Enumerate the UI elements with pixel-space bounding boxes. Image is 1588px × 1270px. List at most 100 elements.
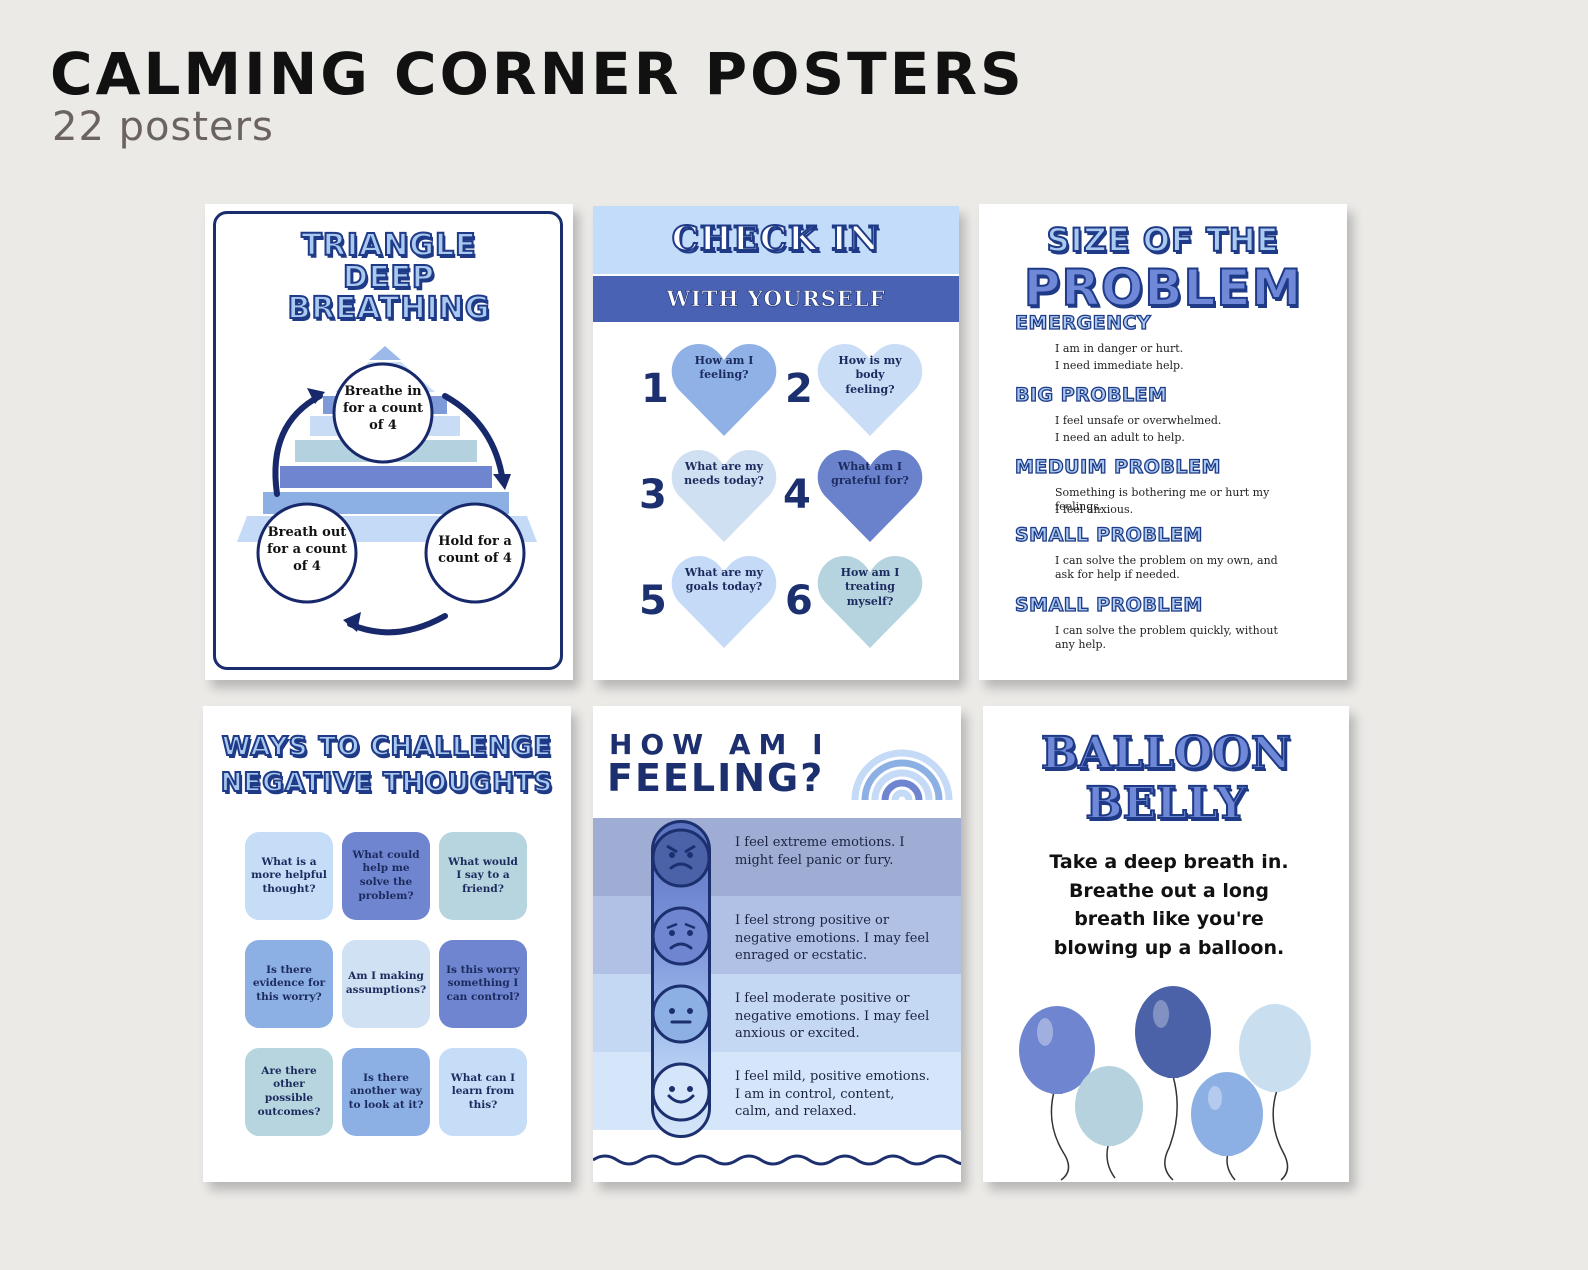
heart-icon: [817, 344, 923, 436]
challenge-card: Are there other possible outcomes?: [245, 1048, 333, 1136]
triangle-diagram: [237, 346, 537, 636]
arrowhead: [307, 388, 325, 404]
triangle-band: [369, 346, 401, 360]
poster-title: TRIANGLE DEEP BREATHING: [287, 228, 491, 326]
heart-number: 4: [783, 472, 811, 518]
heart-icon: [671, 450, 777, 542]
size-level-line2: I feel anxious.: [1055, 503, 1134, 516]
checkin-title-band: [593, 206, 959, 274]
arrowhead: [343, 612, 361, 632]
step-breathe-in: Breathe in for a count of 4: [342, 384, 424, 433]
triangle-band: [280, 466, 492, 488]
arrow-left-up: [272, 393, 323, 497]
feeling-level-text: I feel moderate positive or negative emo…: [735, 991, 930, 1042]
challenge-card: What would I say to a friend?: [439, 832, 527, 920]
challenge-card: Is there evidence for this worry?: [245, 940, 333, 1028]
step-breath-out: Breath out for a count of 4: [266, 525, 348, 574]
balloon: [1191, 1072, 1263, 1156]
arrowhead: [493, 474, 511, 490]
heart-question: How am I treating myself?: [840, 566, 900, 608]
heart-question: What are my needs today?: [684, 460, 764, 488]
size-title-line1: SIZE OF THE: [1046, 221, 1280, 259]
heart-number: 6: [785, 578, 813, 624]
angry-face-icon: [651, 828, 711, 888]
size-level-line2: I need immediate help.: [1055, 359, 1184, 372]
balloon-title-line2: BELLY: [1084, 777, 1247, 830]
arrow-right-down: [442, 393, 506, 485]
checkin-title: CHECK IN: [671, 219, 881, 259]
poster-frame: [213, 211, 563, 670]
step-circle: [424, 502, 526, 604]
size-level-heading: SMALL PROBLEM: [1014, 593, 1203, 616]
size-level-heading: BIG PROBLEM: [1014, 383, 1168, 406]
size-level-line1: I feel unsafe or overwhelmed.: [1055, 414, 1222, 427]
poster-check-in: CHECK IN WITH YOURSELF 1 How am I feeling…: [593, 206, 959, 680]
heart-question: How is my body feeling?: [838, 354, 902, 396]
heart-icon: [817, 450, 923, 542]
heart-card: What am I grateful for?: [815, 446, 925, 546]
challenge-card: What could help me solve the problem?: [342, 832, 430, 920]
size-level-line1: Something is bothering me or hurt my fee…: [1055, 486, 1270, 514]
size-level-line2: I need an adult to help.: [1055, 431, 1185, 444]
worried-face-icon: [651, 906, 711, 966]
rainbow-icon: [851, 749, 953, 801]
feeling-level-text: I feel extreme emotions. I might feel pa…: [735, 835, 905, 868]
heart-card: How am I feeling?: [669, 340, 779, 440]
feeling-level-text: I feel mild, positive emotions. I am in …: [735, 1069, 930, 1120]
balloon-instructions: Take a deep breath in. Breathe out a lon…: [1049, 851, 1289, 959]
heart-card: How am I treating myself?: [815, 552, 925, 652]
heart-card: What are my needs today?: [669, 446, 779, 546]
size-level-heading: MEDUIM PROBLEM: [1014, 455, 1221, 478]
poster-challenge-thoughts: WAYS TO CHALLENGE NEGATIVE THOUGHTS What…: [203, 706, 571, 1182]
poster-triangle-breathing: TRIANGLE DEEP BREATHING Breathe in for a…: [205, 204, 573, 680]
size-level-line1: I can solve the problem quickly, without…: [1055, 624, 1278, 652]
heart-number: 3: [639, 472, 667, 518]
heart-number: 5: [639, 578, 667, 624]
heart-card: What are my goals today?: [669, 552, 779, 652]
checkin-subtitle: WITH YOURSELF: [666, 286, 886, 312]
wave-divider: [593, 1154, 961, 1166]
balloon: [1075, 1066, 1143, 1146]
challenge-card: What is a more helpful thought?: [245, 832, 333, 920]
step-hold: Hold for a count of 4: [438, 534, 512, 566]
challenge-card: Is there another way to look at it?: [342, 1048, 430, 1136]
challenge-card: Is this worry something I can control?: [439, 940, 527, 1028]
heart-icon: [671, 556, 777, 648]
feeling-level-text: I feel strong positive or negative emoti…: [735, 913, 930, 964]
size-level-line1: I am in danger or hurt.: [1055, 342, 1184, 355]
size-level-heading: EMERGENCY: [1014, 311, 1152, 334]
challenge-title-line1: WAYS TO CHALLENGE: [221, 732, 553, 762]
challenge-card: Am I making assumptions?: [342, 940, 430, 1028]
smile-face-icon: [651, 1062, 711, 1122]
balloon-title-line1: BALLOON: [1040, 727, 1292, 780]
heart-question: How am I feeling?: [694, 354, 754, 382]
arrow-bottom-left: [347, 613, 448, 636]
challenge-card: What can I learn from this?: [439, 1048, 527, 1136]
heart-number: 1: [641, 366, 669, 412]
poster-balloon-belly: BALLOON BELLY Take a deep breath in. Bre…: [983, 706, 1349, 1182]
challenge-title-line2: NEGATIVE THOUGHTS: [220, 768, 554, 798]
page-subtitle: 22 posters: [52, 104, 274, 150]
step-circle: [332, 362, 434, 464]
checkin-subtitle-band: [593, 276, 959, 322]
heart-number: 2: [785, 366, 813, 412]
balloon: [1019, 1006, 1095, 1094]
step-circle: [256, 502, 358, 604]
feeling-title-line1: HOW AM I: [609, 728, 831, 761]
heart-icon: [817, 556, 923, 648]
size-level-heading: SMALL PROBLEM: [1014, 523, 1203, 546]
heart-question: What are my goals today?: [684, 566, 764, 594]
size-title-line2: PROBLEM: [1023, 259, 1303, 317]
size-level-line1: I can solve the problem on my own, and a…: [1055, 554, 1278, 582]
balloons-illustration: [1019, 986, 1311, 1181]
feeling-title-line2: FEELING?: [607, 756, 825, 800]
page-title: CALMING CORNER POSTERS: [50, 40, 1025, 108]
balloon: [1239, 1004, 1311, 1092]
heart-question: What am I grateful for?: [831, 460, 909, 488]
heart-card: How is my body feeling?: [815, 340, 925, 440]
neutral-face-icon: [651, 984, 711, 1044]
heart-icon: [671, 344, 777, 436]
balloon: [1135, 986, 1211, 1078]
poster-how-am-i-feeling: HOW AM I FEELING? I feel extreme emotion…: [593, 706, 961, 1182]
poster-size-of-problem: SIZE OF THE PROBLEM EMERGENCY I am in dan…: [979, 204, 1347, 680]
